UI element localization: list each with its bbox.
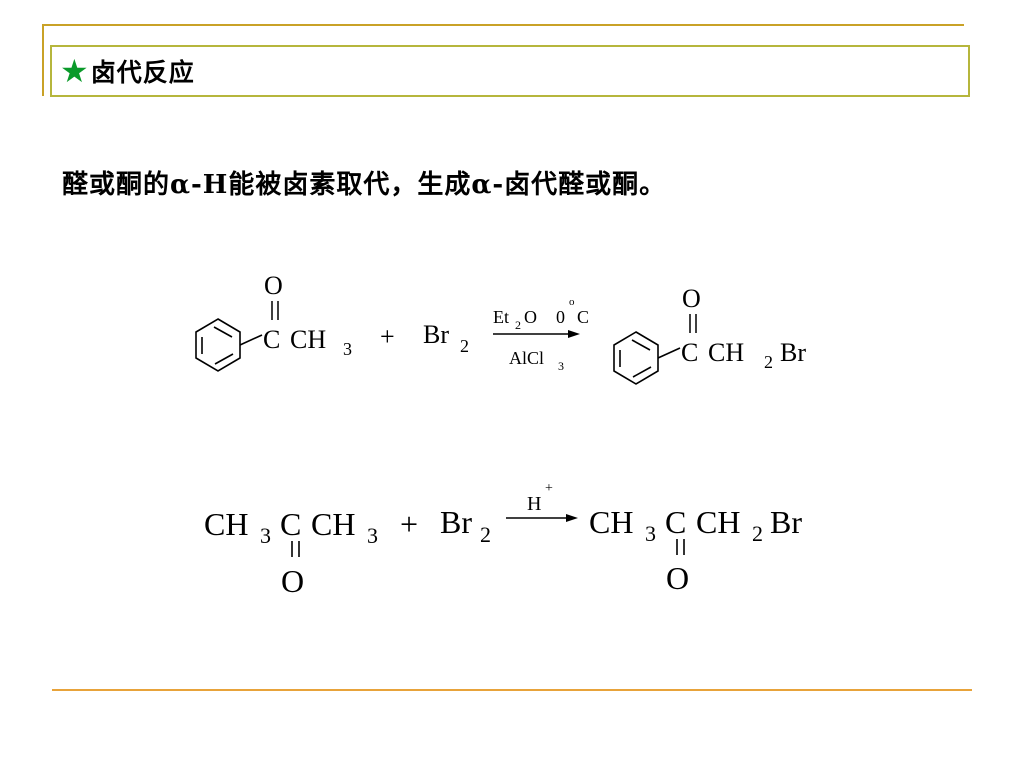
benzene-ring-reactant	[195, 318, 263, 372]
r1-reagent-sub: 2	[460, 336, 469, 356]
r2-catalyst-sup: +	[545, 481, 553, 496]
r1-double-bond	[271, 301, 279, 320]
r1-cond-temp: 0	[556, 307, 565, 327]
r1-product-oxygen: O	[682, 284, 701, 313]
r2-double-bond	[291, 541, 300, 557]
left-frame-rule	[42, 24, 44, 96]
r2-product-oxygen: O	[666, 560, 689, 596]
r2-product-ch3-sub: 3	[645, 521, 656, 546]
r1-product-c: C	[681, 338, 698, 367]
top-frame-rule	[42, 24, 964, 26]
title-box: ★ 卤代反应	[50, 45, 970, 97]
r1-product-double-bond	[689, 314, 697, 333]
bottom-rule	[52, 689, 972, 691]
r2-plus: +	[400, 506, 418, 542]
r1-cond-et: Et	[493, 307, 509, 327]
r2-product-br: Br	[770, 504, 802, 540]
r2-product-double-bond	[676, 539, 685, 555]
r2-product-ch2-sub: 2	[752, 521, 763, 546]
r1-cond-o: O	[524, 307, 537, 327]
r2-arrow	[506, 514, 578, 522]
r2-product-c: C	[665, 504, 686, 540]
r1-product-br: Br	[780, 338, 806, 367]
r1-oxygen: O	[264, 271, 283, 300]
r1-cond-degree: o	[569, 296, 575, 308]
r1-cond-alcl: AlCl	[509, 348, 544, 368]
r2-product-ch3: CH	[589, 504, 633, 540]
r1-sub3: 3	[343, 339, 352, 359]
r1-cond-et-sub: 2	[515, 318, 521, 332]
r1-reagent: Br	[423, 320, 449, 349]
r2-ch3-left: CH	[204, 506, 248, 542]
r1-ch: CH	[290, 325, 326, 354]
benzene-ring-product	[613, 331, 681, 385]
r2-ch3-right-sub: 3	[367, 523, 378, 548]
r1-product-sub2: 2	[764, 352, 773, 372]
slide-title: 卤代反应	[90, 58, 195, 87]
r1-carbonyl-c: C	[263, 325, 280, 354]
r2-oxygen: O	[281, 563, 304, 599]
r1-product-ch: CH	[708, 338, 744, 367]
r2-product-ch2: CH	[696, 504, 740, 540]
r1-plus: +	[380, 322, 395, 351]
r1-cond-c: C	[577, 307, 589, 327]
r1-arrow	[493, 330, 580, 338]
r1-cond-alcl-sub: 3	[558, 359, 564, 373]
r2-ch3-right: CH	[311, 506, 355, 542]
star-icon: ★	[60, 52, 89, 90]
intro-text: 醛或酮的α-H能被卤素取代，生成α-卤代醛或酮。	[62, 170, 667, 200]
r2-ch3-left-sub: 3	[260, 523, 271, 548]
r2-reagent-sub: 2	[480, 522, 491, 547]
r2-reagent: Br	[440, 504, 472, 540]
r2-catalyst: H	[527, 493, 541, 515]
r2-carbonyl-c: C	[280, 506, 301, 542]
